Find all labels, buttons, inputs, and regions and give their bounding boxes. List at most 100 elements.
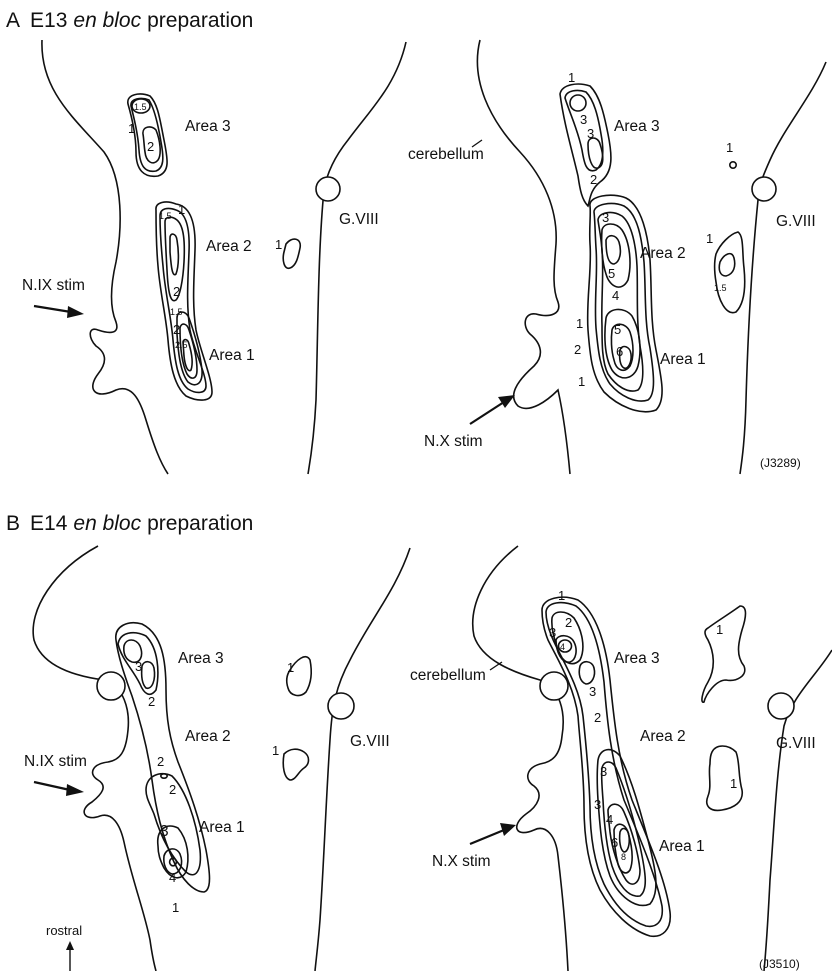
lateral-spot	[730, 162, 736, 168]
contour-label: 8	[621, 852, 626, 862]
area-1-label: Area 1	[659, 838, 705, 855]
ganglion-unlabeled	[540, 672, 568, 700]
contour-label: 4	[560, 642, 565, 652]
brainstem-right-outline	[308, 42, 406, 474]
contour-label: 5	[608, 266, 615, 281]
stim-arrow	[34, 306, 71, 312]
brainstem-left-outline	[473, 546, 568, 971]
ganglion-label: G.VIII	[776, 735, 816, 752]
contour-label: 5	[614, 322, 621, 337]
contour-label: 3	[589, 684, 596, 699]
stim-label: N.IX stim	[22, 277, 85, 294]
contour-label: 2	[173, 284, 180, 299]
contour-a1-peak	[620, 829, 630, 852]
brainstem-right-outline	[315, 548, 410, 971]
contour-label: 1	[578, 374, 585, 389]
stim-arrow	[470, 830, 504, 844]
contour-label: 1.5	[714, 283, 727, 293]
area-3-label: Area 3	[614, 650, 660, 667]
contour-label: 3	[594, 797, 601, 812]
contour-label: 3	[602, 210, 609, 225]
stim-arrow	[34, 782, 70, 790]
lateral-blob	[715, 232, 745, 313]
contour-label: 1	[730, 776, 737, 791]
ganglion-viii	[316, 177, 340, 201]
contour-label: 1	[576, 316, 583, 331]
contour-label: 2	[594, 710, 601, 725]
specimen-code: (J3510)	[759, 957, 800, 971]
orientation-arrow-head	[66, 941, 74, 950]
brainstem-right-outline	[740, 62, 826, 474]
contour-label: 2	[590, 172, 597, 187]
contour-label: 2	[574, 342, 581, 357]
lateral-blob-inner	[719, 254, 734, 276]
brainstem-left-outline	[42, 40, 168, 474]
stim-arrow-head	[66, 784, 84, 796]
area-2-label: Area 2	[206, 238, 252, 255]
contour-label: 2	[565, 615, 572, 630]
contour-a2-peak	[606, 236, 620, 264]
stim-arrow-head	[67, 306, 84, 318]
ganglion-viii	[328, 693, 354, 719]
stim-label: N.IX stim	[24, 753, 87, 770]
contour-label: 1	[716, 622, 723, 637]
brainstem-left-outline	[477, 40, 570, 474]
stim-arrow	[470, 402, 504, 424]
area-3-label: Area 3	[178, 650, 224, 667]
ganglion-unlabeled	[97, 672, 125, 700]
ganglion-label: G.VIII	[339, 211, 379, 228]
stim-arrow-head	[500, 823, 516, 836]
contour-small-spot	[161, 774, 167, 778]
contour-label: 2.5	[175, 340, 188, 350]
contour-a3-peak	[570, 95, 586, 111]
contour-label: 4	[169, 870, 176, 885]
contour-label: 6	[611, 835, 618, 850]
contour-a2-peak	[170, 234, 178, 275]
contour-label: 1	[128, 121, 135, 136]
area-1-label: Area 1	[209, 347, 255, 364]
area-3-label: Area 3	[185, 118, 231, 135]
contour-label: 3	[600, 764, 607, 779]
contour-label: 1.5	[134, 102, 147, 112]
contour-label: 4	[606, 812, 613, 827]
contour-label: 3	[580, 112, 587, 127]
contour-a3-peak	[142, 662, 155, 689]
contour-label: 4	[612, 288, 619, 303]
contour-label: 2	[169, 782, 176, 797]
area-1-label: Area 1	[199, 819, 245, 836]
panel-b-right-brainstem: G.VIII cerebellum N.X stim Area 3 Area 2…	[410, 546, 832, 971]
contour-label: 2	[147, 139, 154, 154]
specimen-code: (J3289)	[760, 456, 801, 470]
area-1-label: Area 1	[660, 351, 706, 368]
contour-label: 3	[587, 126, 594, 141]
contour-label: 2	[148, 694, 155, 709]
area-2-label: Area 2	[640, 728, 686, 745]
contour-label: 1	[272, 743, 279, 758]
contour-label: 1	[275, 237, 282, 252]
area-2-label: Area 2	[640, 245, 686, 262]
contour-label: 1	[558, 588, 565, 603]
cerebellum-leader	[490, 662, 502, 670]
ganglion-viii	[768, 693, 794, 719]
contour-label: 1	[178, 202, 185, 217]
contour-label: 2	[157, 754, 164, 769]
contour-label: 3	[549, 625, 556, 640]
contour-label: 1	[287, 660, 294, 675]
ganglion-label: G.VIII	[350, 733, 390, 750]
lateral-blob	[283, 239, 300, 268]
contour-label: 6	[616, 344, 623, 359]
contour-label: 1.5	[159, 211, 172, 221]
cerebellum-label: cerebellum	[410, 667, 486, 684]
ganglion-viii	[752, 177, 776, 201]
contour-label: 1	[172, 900, 179, 915]
lateral-blob	[702, 606, 746, 702]
contour-label: 1	[568, 70, 575, 85]
area-3-label: Area 3	[614, 118, 660, 135]
contour-label: 1	[706, 231, 713, 246]
contour-a3-spot	[579, 662, 594, 684]
